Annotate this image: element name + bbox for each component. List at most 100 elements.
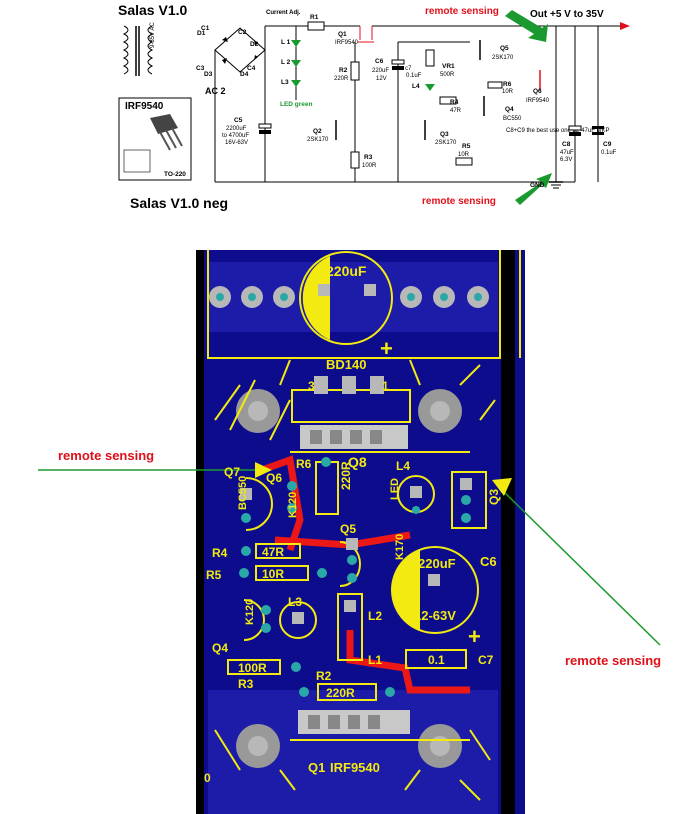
q1-mosfet: Q1 IRF9540	[335, 26, 374, 46]
output-label: Out +5 V to 35V	[530, 9, 604, 20]
c9-label: C9	[603, 141, 612, 148]
d2-label: D2	[250, 41, 259, 48]
remote-sensing-bottom: remote sensing	[422, 196, 496, 207]
ground-symbol: GND	[530, 181, 563, 189]
c1-label: C1	[201, 25, 210, 32]
pcb-q4: K120 Q4	[212, 599, 271, 655]
sense-arrow-bottom	[515, 173, 552, 205]
pcb-l4: L4	[396, 459, 410, 473]
c9-value: 0.1uF	[601, 150, 617, 156]
pcb-k120-a: K120	[287, 492, 299, 518]
l1-label: L 1	[281, 39, 291, 46]
svg-text:3: 3	[308, 379, 315, 393]
q6-label: Q6	[533, 88, 542, 95]
c8-capacitor	[568, 125, 582, 131]
vr1-label: VR1	[442, 63, 455, 70]
pcb-q3-label: Q3	[487, 489, 501, 505]
l4-label: L4	[412, 83, 420, 90]
pcb-r47: 47R	[262, 545, 284, 559]
pcb-led: LED	[389, 478, 401, 500]
pcb-bc550: BC550	[237, 476, 249, 510]
c5-label: C5	[234, 117, 243, 124]
c8-label: C8	[562, 141, 571, 148]
c8-value-1: 47uF	[560, 150, 574, 156]
pcb-q4: Q4	[212, 641, 228, 655]
c6-value-1: 220uF	[372, 68, 389, 74]
q4-label: Q4	[505, 106, 514, 113]
transformer-voltage: 9-35V AC	[150, 22, 156, 48]
q3-value: 2SK170	[435, 140, 457, 146]
r4-value: 47R	[450, 108, 462, 114]
pcb-remote-sensing-right: remote sensing	[565, 653, 661, 668]
ic-package-box: IRF9540 TO-220	[118, 97, 192, 181]
pcb-r100: 100R	[238, 661, 267, 675]
q1-label: Q1	[338, 31, 347, 38]
pcb-l1: L1	[368, 653, 382, 667]
pcb-l4-led: L4 LED	[389, 459, 435, 514]
remote-sensing-top: remote sensing	[425, 6, 499, 17]
pcb-r6-label: R6	[296, 457, 312, 471]
pcb-c-big-top: 220uF	[326, 263, 367, 279]
r4-resistor	[439, 96, 457, 105]
current-adj-label: Current Adj.	[266, 10, 301, 16]
package-type: TO-220	[164, 171, 186, 178]
c8-value-2: 6.3V	[560, 157, 572, 163]
q2-value: 2SK170	[307, 137, 329, 143]
c5-value-2: to 4700uF	[222, 133, 249, 139]
pcb-q5-label: Q5	[340, 522, 356, 536]
c6-capacitor	[391, 59, 405, 65]
r1-resistor	[307, 21, 325, 31]
pcb-r220-top: 220R	[339, 461, 353, 490]
heatsink-top: BD140 3 1	[214, 357, 496, 441]
q5-label: Q5	[500, 45, 509, 52]
pcb-r2: R2 220R	[299, 669, 395, 701]
pcb-r10: 10R	[262, 567, 284, 581]
r4-label: R4	[450, 99, 459, 106]
pcb-r6: R6 220R	[296, 457, 353, 515]
pcb-r4-r5: 47R R4 10R R5	[206, 543, 327, 582]
pcb-q1-heatsink: Q1 IRF9540 0	[204, 710, 491, 801]
pcb-r5: R5	[206, 568, 222, 582]
pcb-cap-220uf-top: 220uF +	[299, 251, 393, 361]
pcb-c6-volt: 12-63V	[414, 608, 456, 623]
c5-capacitor	[258, 123, 272, 129]
c3-label: C3	[196, 65, 205, 72]
vr1-value: 500R	[440, 72, 455, 78]
r2-value: 220R	[334, 76, 349, 82]
pcb-c6: 220uF C6 12-63V +	[391, 546, 497, 649]
pcb-q8: Q8	[290, 425, 470, 470]
pcb-bd140: BD140	[326, 357, 366, 372]
c6-value-2: 12V	[376, 76, 387, 82]
pcb-c7: 0.1 C7	[405, 649, 494, 669]
pcb-c6-label: C6	[480, 554, 497, 569]
pcb-q1: Q1	[308, 760, 325, 775]
r6-resistor	[487, 81, 503, 89]
r2-resistor	[350, 61, 360, 81]
c7-value: 0.1uF	[406, 73, 422, 79]
gnd-label: GND	[530, 182, 545, 189]
svg-text:+: +	[380, 336, 393, 361]
led-string: L 1 L 2 L3 LED green	[280, 26, 313, 108]
r6-value: 10R	[502, 89, 514, 95]
pcb-k120-b: K120	[244, 599, 256, 625]
transformer: 9-35V AC AC 2	[122, 22, 226, 96]
l4-led	[425, 84, 435, 91]
bridge-rectifier: D1 D2 D3 D4 C1 C2 C3 C4	[196, 25, 266, 182]
pcb-l2: L2	[368, 609, 382, 623]
sense-arrow-pcb-right	[492, 478, 512, 496]
pcb-q3: Q3	[451, 471, 501, 529]
q5-value: 2SK170	[492, 55, 514, 61]
package-part: IRF9540	[125, 101, 164, 112]
pcb-q5: Q5 K170	[339, 522, 406, 587]
pcb-r3: R3	[238, 677, 254, 691]
schematic-title: Salas V1.0	[118, 2, 187, 18]
vr1-pot	[425, 49, 435, 67]
r5-value: 10R	[458, 152, 470, 158]
d3-label: D3	[204, 71, 213, 78]
pcb-remote-sensing-left: remote sensing	[58, 448, 154, 463]
r5-label: R5	[462, 143, 471, 150]
pcb-irf9540: IRF9540	[330, 760, 380, 775]
r3-resistor	[350, 151, 360, 169]
pcb-q6-label: Q6	[266, 471, 282, 485]
